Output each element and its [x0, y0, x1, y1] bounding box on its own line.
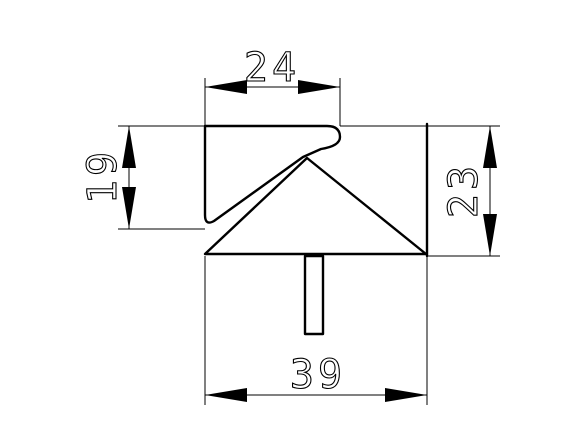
dimension-label-23: 23 — [441, 162, 487, 218]
top-lip-profile — [203, 124, 342, 224]
arrowhead-top — [483, 126, 497, 168]
arrowhead-right — [298, 80, 340, 94]
dimension-label-19: 19 — [80, 148, 126, 204]
dimension-top-width: 24 — [204, 44, 341, 126]
arrowhead-right — [385, 388, 427, 402]
dimension-bottom-width: 39 — [204, 256, 428, 405]
arrowhead-bottom — [483, 214, 497, 256]
arrowhead-bottom — [122, 187, 136, 229]
arrowhead-left — [205, 388, 247, 402]
cone-body — [203, 156, 428, 256]
dimension-left-height: 19 — [79, 125, 205, 230]
dimension-label-24: 24 — [244, 45, 300, 91]
stem-pin — [303, 254, 325, 336]
dimension-label-39: 39 — [290, 352, 346, 398]
part-outline — [203, 122, 429, 336]
arrowhead-top — [122, 126, 136, 168]
arrowhead-left — [205, 80, 247, 94]
dimension-right-height: 23 — [340, 125, 500, 257]
